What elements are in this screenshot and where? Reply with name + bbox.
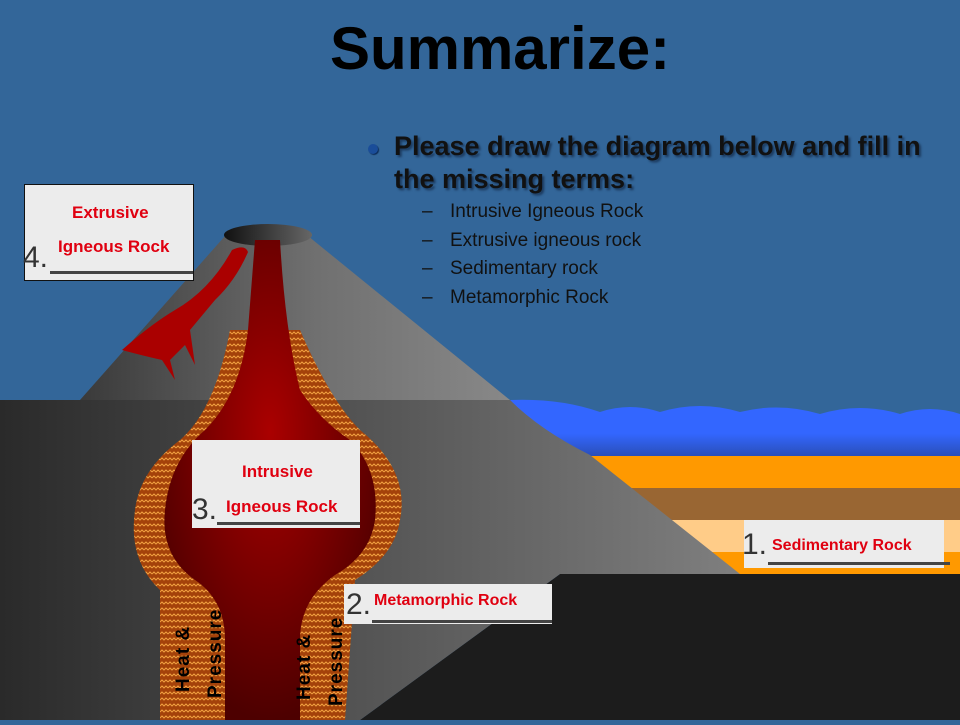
slide-title: Summarize:	[329, 15, 671, 82]
label-4-extrusive: Extrusive Igneous Rock 4.	[23, 184, 194, 281]
term-item: –Metamorphic Rock	[422, 286, 609, 308]
label-1-sedimentary: Sedimentary Rock 1.	[742, 520, 950, 568]
terms-list: –Intrusive Igneous Rock –Extrusive igneo…	[422, 198, 942, 312]
label-2-metamorphic: Metamorphic Rock 2.	[344, 584, 552, 624]
label-3-intrusive: Intrusive Igneous Rock 3.	[192, 440, 360, 528]
term-item: –Intrusive Igneous Rock	[422, 201, 644, 222]
instructions: Please draw the diagram below and fill i…	[362, 130, 942, 312]
bullet-icon	[368, 144, 378, 154]
pressure-label-right: Pressure	[326, 616, 347, 706]
heat-label-right: Heat &	[294, 633, 315, 700]
heat-label-left: Heat &	[173, 625, 194, 692]
pressure-label-left: Pressure	[205, 608, 226, 698]
term-item: –Sedimentary rock	[422, 258, 598, 279]
instruction-text: Please draw the diagram below and fill i…	[394, 131, 921, 194]
term-item: –Extrusive igneous rock	[422, 229, 642, 251]
